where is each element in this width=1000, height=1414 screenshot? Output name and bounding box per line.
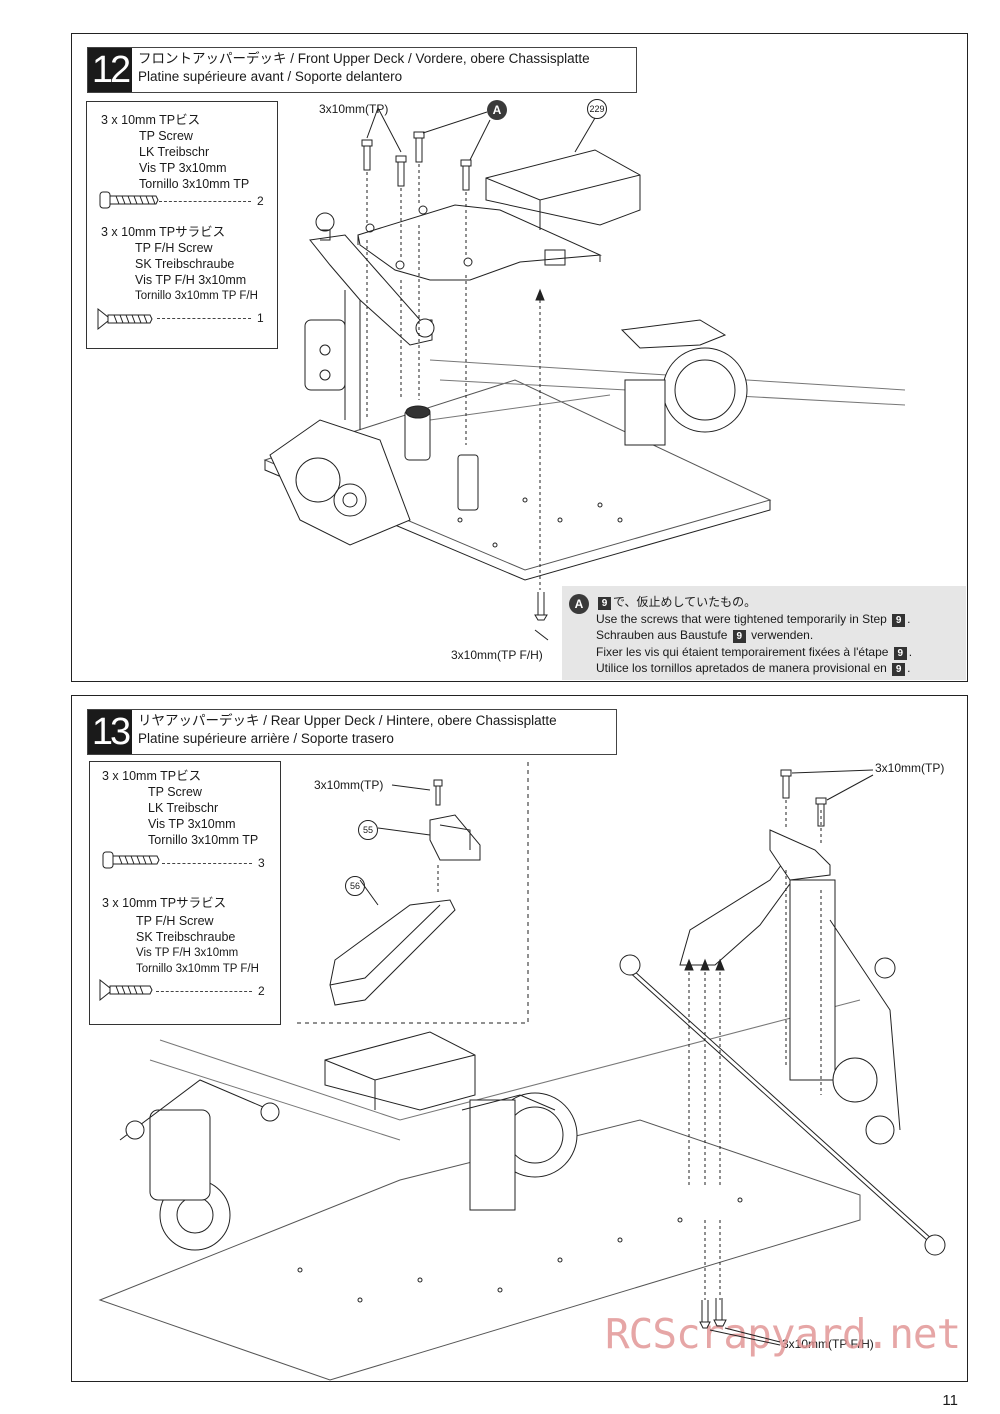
step-ref-badge: 9 — [598, 597, 611, 610]
step-13-header: 13 リヤアッパーデッキ / Rear Upper Deck / Hintere… — [87, 709, 617, 755]
screw-1-qty: 3 — [258, 856, 265, 870]
screw-1-line-3: Vis TP 3x10mm — [148, 817, 236, 831]
step-12-number: 12 — [88, 48, 132, 92]
center-diff-step13 — [461, 1092, 578, 1211]
screw-1-line-3: Vis TP 3x10mm — [139, 161, 227, 175]
page-number: 11 — [942, 1392, 958, 1409]
step-13-right-screw-label: 3x10mm(TP) — [875, 761, 945, 775]
screw-2-qty: 1 — [257, 311, 264, 325]
step-12-title-line2: Platine supérieure avant / Soporte delan… — [138, 69, 403, 84]
watermark: RCScrapyard.net — [605, 1310, 961, 1358]
step-13-inset-screw-label: 3x10mm(TP) — [314, 778, 384, 792]
screw-2-line-0: 3 x 10mm TPサラビス — [102, 896, 227, 910]
front-bulkhead-step13 — [119, 1079, 280, 1251]
screw-2-line-3: Vis TP F/H 3x10mm — [135, 273, 247, 287]
note-line-fr: Fixer les vis qui étaient temporairement… — [596, 644, 889, 659]
screw-1-line-4: Tornillo 3x10mm TP — [139, 177, 250, 191]
front-bulkhead — [269, 319, 411, 546]
note-line-en: Use the screws that were tightened tempo… — [596, 611, 887, 626]
rear-mount-55 — [429, 779, 481, 861]
screw-2-line-3: Vis TP F/H 3x10mm — [136, 947, 239, 959]
tp-fh-screw-icon — [99, 978, 153, 1002]
shock-and-post — [404, 405, 479, 511]
screw-2-line-2: SK Treibschraube — [136, 930, 236, 944]
step-ref-badge: 9 — [893, 646, 907, 660]
part-number-229: 229 — [587, 99, 607, 119]
note-line-jp: で、仮止めしていたもの。 — [613, 595, 757, 609]
screw-1-line-0: 3 x 10mm TPビス — [102, 769, 202, 783]
rear-upper-deck — [679, 829, 831, 966]
screw-2-line-0: 3 x 10mm TPサラビス — [101, 225, 226, 239]
tp-screw-icon — [99, 191, 159, 209]
note-line-de: Schrauben aus Baustufe — [596, 628, 728, 642]
screw-2-line-4: Tornillo 3x10mm TP F/H — [135, 290, 258, 302]
rear-bulkhead — [789, 879, 901, 1145]
callout-a: A — [487, 100, 507, 120]
step-12-title-line1: フロントアッパーデッキ / Front Upper Deck / Vordere… — [138, 51, 590, 66]
screw-1-line-4: Tornillo 3x10mm TP — [148, 833, 259, 847]
part-number-55: 55 — [358, 820, 378, 840]
steering-rod — [619, 954, 946, 1256]
screw-2-line-1: TP F/H Screw — [136, 914, 214, 928]
step-13-number: 13 — [88, 710, 132, 754]
screw-icon — [780, 769, 827, 827]
step-12-header: 12 フロントアッパーデッキ / Front Upper Deck / Vord… — [87, 47, 637, 93]
step-ref-badge: 9 — [892, 663, 906, 676]
step-12-chassis — [263, 359, 906, 581]
screw-2-line-1: TP F/H Screw — [135, 241, 213, 255]
tp-fh-screw-icon — [97, 307, 153, 331]
tp-screw-icon — [102, 851, 160, 869]
screw-1-line-1: TP Screw — [139, 129, 193, 143]
receiver-box-step13 — [324, 1031, 476, 1111]
receiver-box — [485, 149, 641, 266]
fh-screw-icon — [699, 1298, 727, 1329]
step-13-bottom-screw-label: 3x10mm(TP F/H) — [782, 1337, 874, 1351]
rear-brace-56 — [329, 899, 456, 1006]
screw-1-line-2: LK Treibschr — [139, 145, 210, 159]
screw-1-line-0: 3 x 10mm TPビス — [101, 113, 201, 127]
step-12-top-screw-label: 3x10mm(TP) — [319, 102, 389, 116]
step-13-title-line2: Platine supérieure arrière / Soporte tra… — [138, 731, 394, 746]
center-diff — [620, 319, 748, 446]
fh-screw-icon — [534, 592, 549, 641]
note-line-es: Utilice los tornillos apretados de maner… — [596, 661, 887, 675]
screw-icon — [361, 131, 472, 191]
screw-1-qty: 2 — [257, 194, 264, 208]
screw-1-line-1: TP Screw — [148, 785, 202, 799]
screw-1-line-2: LK Treibschr — [148, 801, 219, 815]
step-12-bottom-screw-label: 3x10mm(TP F/H) — [451, 648, 543, 662]
note-line-de-tail: verwenden. — [751, 628, 814, 642]
screw-2-qty: 2 — [258, 984, 265, 998]
step-13-screw-box: 3 x 10mm TPビス TP Screw LK Treibschr Vis … — [89, 761, 281, 1025]
screw-2-line-2: SK Treibschraube — [135, 257, 235, 271]
step-ref-badge: 9 — [892, 613, 906, 627]
step-ref-badge: 9 — [732, 630, 746, 643]
step-13-title-line1: リヤアッパーデッキ / Rear Upper Deck / Hintere, o… — [138, 713, 557, 728]
note-marker-a: A — [569, 594, 589, 614]
step-12-screw-box: 3 x 10mm TPビス TP Screw LK Treibschr Vis … — [86, 101, 278, 349]
screw-2-line-4: Tornillo 3x10mm TP F/H — [136, 963, 259, 975]
